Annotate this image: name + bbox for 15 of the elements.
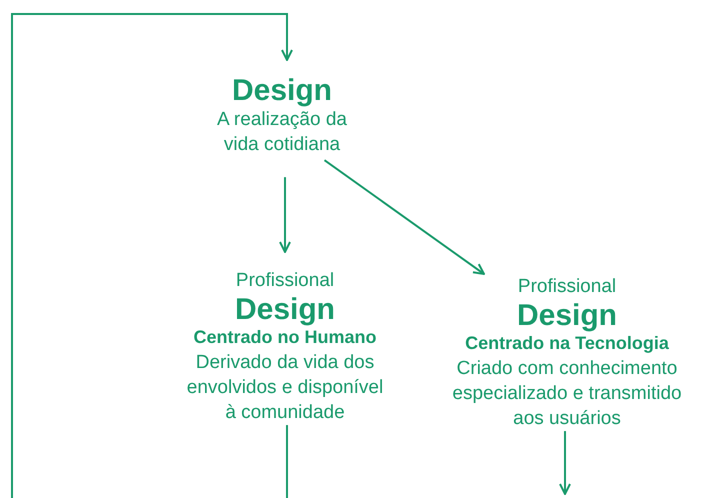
arrow (279, 177, 291, 253)
arrow (559, 431, 571, 495)
heading: Design (234, 293, 336, 326)
subtitle: Centrado na Tecnologia (464, 332, 670, 356)
description: Criado com conhecimento especializado e transmitido aos usuários (451, 356, 683, 431)
subheading: Profissional (234, 269, 336, 293)
subtitle: Centrado no Humano (192, 326, 378, 350)
description: Derivado da vida dos envolvidos e disponível à comunidade (186, 350, 384, 425)
arrow (11, 13, 293, 498)
heading: Design (516, 299, 618, 332)
description: A realização da vida cotidiana (216, 108, 348, 158)
connector-line (286, 425, 288, 498)
heading: Design (230, 74, 334, 107)
subheading: Profissional (516, 275, 618, 299)
arrow (324, 159, 485, 275)
